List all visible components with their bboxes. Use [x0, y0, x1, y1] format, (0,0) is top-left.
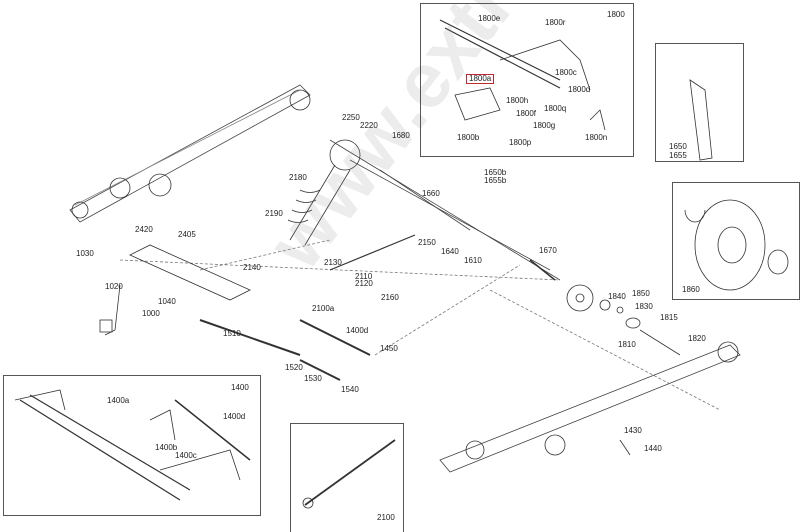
part-label[interactable]: 1800p	[509, 138, 532, 147]
part-label[interactable]: 1850	[632, 289, 650, 298]
label-2100[interactable]: 2100	[377, 513, 395, 522]
part-label[interactable]: 2150	[418, 238, 436, 247]
part-label[interactable]: 1800g	[533, 121, 556, 130]
part-label[interactable]: 1800f	[516, 109, 537, 118]
part-label[interactable]: 1040	[158, 297, 176, 306]
highlighted-part-label[interactable]: 1800a	[466, 74, 495, 84]
part-label[interactable]: 2130	[324, 258, 342, 267]
inset-2100	[290, 423, 404, 532]
part-label[interactable]: 1020	[105, 282, 123, 291]
part-label[interactable]: 2420	[135, 225, 153, 234]
part-label[interactable]: 1650	[669, 142, 687, 151]
inset-1650	[655, 43, 744, 162]
label-1800: 1800	[607, 10, 625, 19]
part-label[interactable]: 1450	[380, 344, 398, 353]
inset-1800	[420, 3, 634, 157]
part-label[interactable]: 1650b	[484, 168, 507, 177]
part-label[interactable]: 1830	[635, 302, 653, 311]
part-label[interactable]: 1810	[618, 340, 636, 349]
part-label[interactable]: 1530	[304, 374, 322, 383]
part-label[interactable]: 1520	[285, 363, 303, 372]
part-label[interactable]: 1800d	[568, 85, 591, 94]
part-label[interactable]: 1655b	[484, 176, 507, 185]
part-label[interactable]: 1440	[644, 444, 662, 453]
part-label[interactable]: 1800n	[585, 133, 608, 142]
inset-1400	[3, 375, 261, 516]
part-label[interactable]: 2110	[355, 272, 373, 281]
label-1860[interactable]: 1860	[682, 285, 700, 294]
part-label[interactable]: 1400a	[107, 396, 130, 405]
part-label[interactable]: 1800r	[545, 18, 566, 27]
part-label[interactable]: 2160	[381, 293, 399, 302]
part-label[interactable]: 2180	[289, 173, 307, 182]
part-label[interactable]: 1430	[624, 426, 642, 435]
part-label[interactable]: 1610	[464, 256, 482, 265]
part-label[interactable]: 1840	[608, 292, 626, 301]
part-label[interactable]: 1540	[341, 385, 359, 394]
part-label[interactable]: 2405	[178, 230, 196, 239]
part-label[interactable]: 1800q	[544, 104, 567, 113]
part-label[interactable]: 2250	[342, 113, 360, 122]
part-label[interactable]: 1680	[392, 131, 410, 140]
part-label[interactable]: 2220	[360, 121, 378, 130]
part-label[interactable]: 1670	[539, 246, 557, 255]
part-label[interactable]: 1655	[669, 151, 687, 160]
part-label[interactable]: 1800b	[457, 133, 480, 142]
part-label[interactable]: 1815	[660, 313, 678, 322]
part-label[interactable]: 1800h	[506, 96, 529, 105]
part-label[interactable]: 1030	[76, 249, 94, 258]
part-label[interactable]: 2120	[355, 279, 373, 288]
part-label[interactable]: 2190	[265, 209, 283, 218]
part-label[interactable]: 1800e	[478, 14, 501, 23]
inset-1860	[672, 182, 800, 300]
part-label[interactable]: 1800c	[555, 68, 577, 77]
part-label[interactable]: 1400d	[346, 326, 369, 335]
part-label[interactable]: 1000	[142, 309, 160, 318]
part-label[interactable]: 1640	[441, 247, 459, 256]
part-label[interactable]: 1510	[223, 329, 241, 338]
part-label[interactable]: 2140	[243, 263, 261, 272]
part-label[interactable]: 1400d	[223, 412, 246, 421]
part-label[interactable]: 1400b	[155, 443, 178, 452]
part-label[interactable]: 1400c	[175, 451, 197, 460]
part-label[interactable]: 1660	[422, 189, 440, 198]
part-label[interactable]: 1820	[688, 334, 706, 343]
label-1400: 1400	[231, 383, 249, 392]
part-label[interactable]: 2100a	[312, 304, 335, 313]
